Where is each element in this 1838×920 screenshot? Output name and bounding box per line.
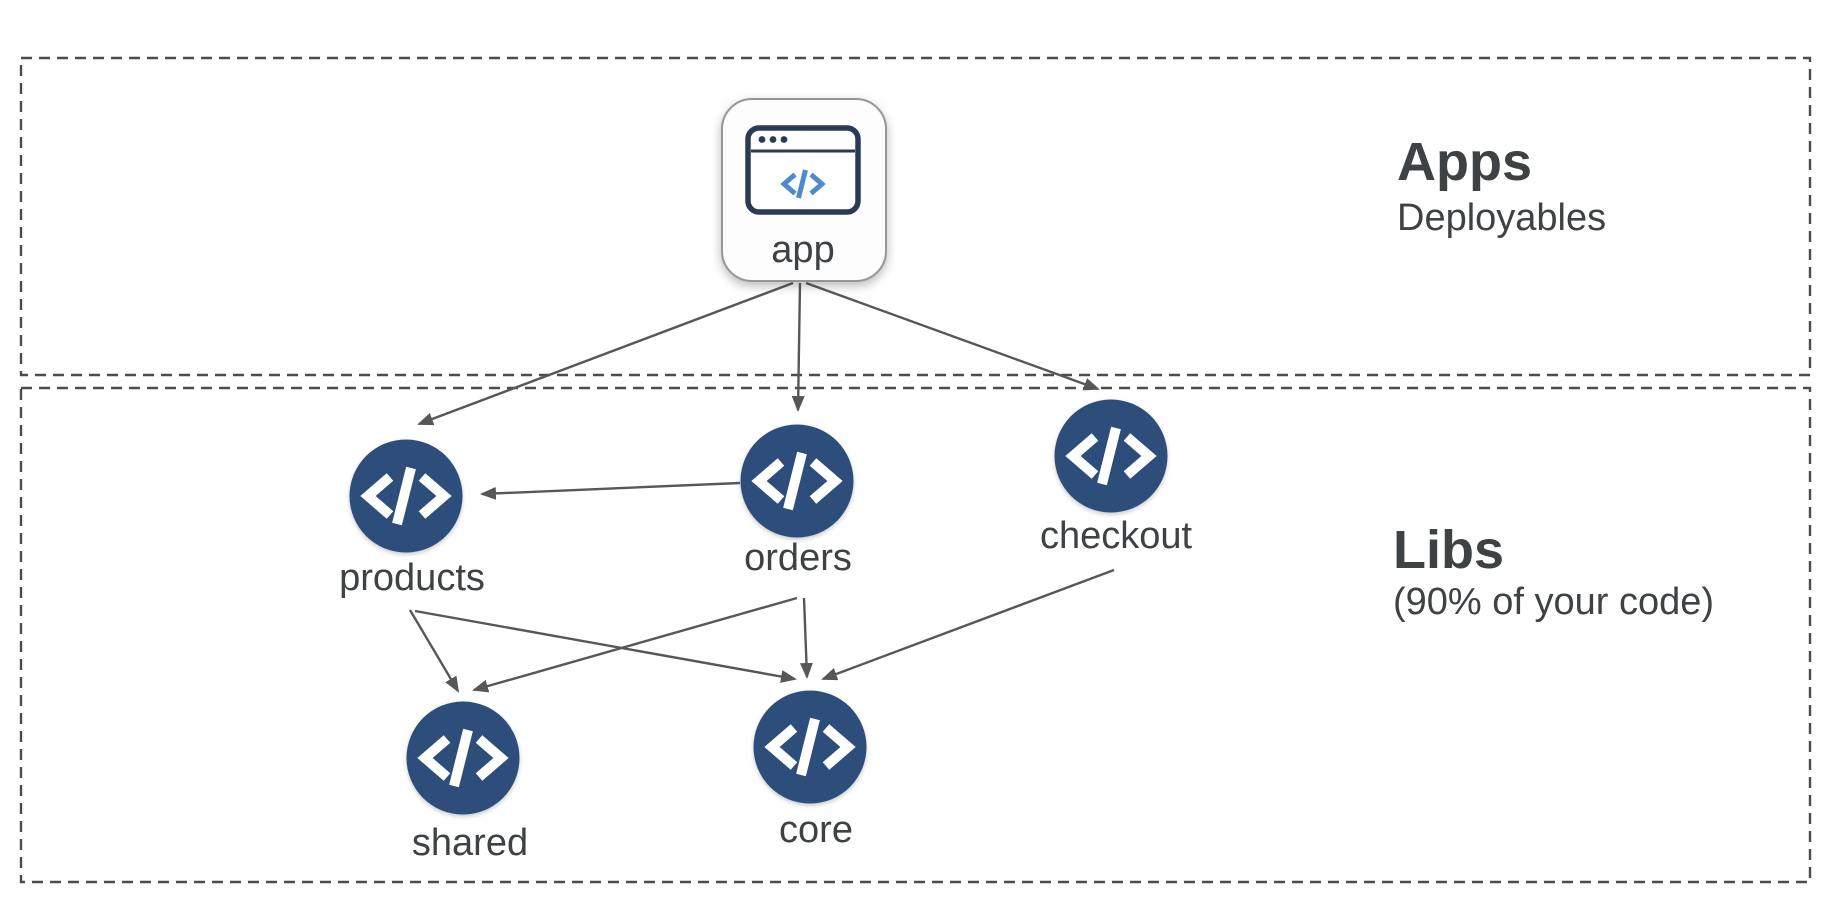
edge-app-checkout xyxy=(805,281,1100,391)
edge-app-products xyxy=(417,281,794,426)
node-app: app xyxy=(721,98,887,282)
apps-section-border xyxy=(19,56,1812,377)
browser-window-code-icon xyxy=(745,125,861,215)
edges xyxy=(408,281,1115,693)
node-checkout: checkout xyxy=(1040,399,1193,557)
node-shared: shared xyxy=(406,701,528,864)
edge-products-shared xyxy=(408,609,460,693)
edge-products-core xyxy=(414,609,797,683)
orders-node-label: orders xyxy=(744,537,852,579)
section-libs: Libs (90% of your code) xyxy=(19,386,1812,884)
edge-orders-products xyxy=(480,481,741,500)
checkout-node-label: checkout xyxy=(1040,515,1193,557)
node-core: core xyxy=(753,690,867,851)
section-apps: Apps Deployables xyxy=(19,56,1812,377)
edge-app-orders xyxy=(791,282,805,412)
core-node-label: core xyxy=(779,809,853,851)
libs-section-border xyxy=(19,386,1812,884)
libs-section-subtitle: (90% of your code) xyxy=(1393,581,1714,623)
edge-orders-shared xyxy=(472,596,798,693)
node-orders: orders xyxy=(740,424,854,579)
edge-checkout-core xyxy=(821,568,1115,681)
shared-node-label: shared xyxy=(412,822,528,864)
app-node-label: app xyxy=(771,229,834,271)
edge-orders-core xyxy=(799,597,813,679)
apps-section-subtitle: Deployables xyxy=(1397,197,1606,239)
browser-dots xyxy=(758,136,788,143)
apps-section-title: Apps xyxy=(1397,132,1532,192)
libs-section-title: Libs xyxy=(1393,520,1504,580)
node-products: products xyxy=(339,439,485,599)
products-node-label: products xyxy=(339,557,485,599)
